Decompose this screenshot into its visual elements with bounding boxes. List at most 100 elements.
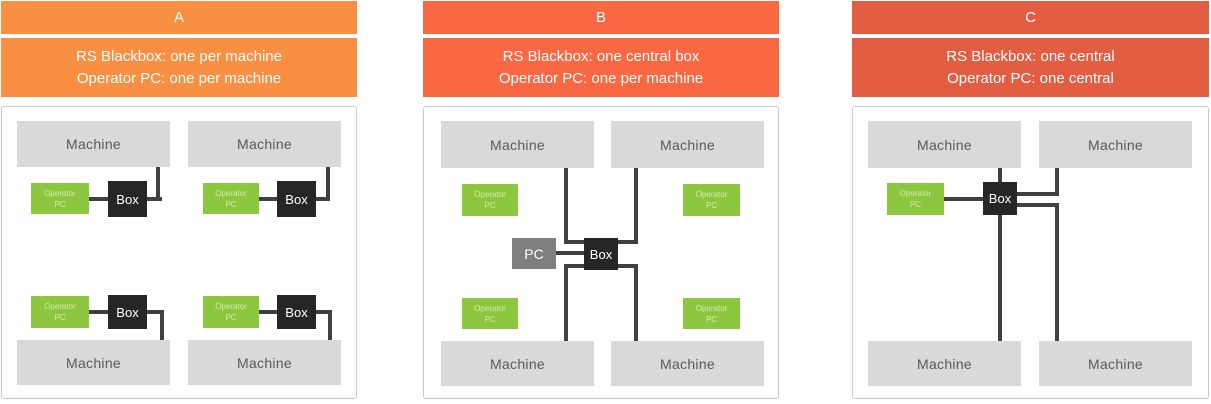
panel-c-subtitle-line1: RS Blackbox: one central bbox=[946, 47, 1115, 65]
blackbox-node: Box bbox=[277, 181, 316, 217]
connector-line bbox=[1055, 203, 1059, 341]
connector-line bbox=[564, 264, 568, 341]
panel-c-diagram: Machine Machine Machine Machine Operator… bbox=[852, 106, 1209, 399]
connector-line bbox=[634, 264, 638, 341]
panel-b-title-label: B bbox=[595, 9, 606, 26]
operator-pc-label: Operator bbox=[899, 189, 932, 198]
connector-line bbox=[564, 168, 568, 244]
blackbox-label: Box bbox=[116, 191, 139, 207]
operator-pc-label: PC bbox=[909, 200, 922, 209]
blackbox-node: Box bbox=[108, 295, 147, 329]
operator-pc-label: Operator bbox=[44, 188, 76, 198]
connector-line bbox=[316, 310, 332, 314]
operator-pc-node: Operator PC bbox=[203, 296, 259, 328]
operator-pc-node: Operator PC bbox=[683, 298, 740, 329]
machine-label: Machine bbox=[65, 136, 122, 152]
blackbox-node: Box bbox=[108, 181, 147, 217]
operator-pc-label: Operator bbox=[215, 188, 247, 198]
operator-pc-label: Operator bbox=[474, 303, 506, 313]
machine-label: Machine bbox=[916, 136, 973, 153]
connector-line bbox=[89, 197, 108, 201]
operator-pc-label: Operator bbox=[215, 302, 247, 311]
operator-pc-label: PC bbox=[484, 314, 496, 324]
connector-line bbox=[998, 168, 1002, 182]
connector-line bbox=[564, 264, 584, 268]
operator-pc-label: Operator bbox=[695, 303, 728, 313]
connector-line bbox=[944, 197, 983, 201]
panel-c-subtitle: RS Blackbox: one central Operator PC: on… bbox=[852, 38, 1209, 97]
connector-line bbox=[564, 240, 584, 244]
connector-line bbox=[998, 215, 1002, 341]
machine-node: Machine bbox=[611, 341, 764, 386]
operator-pc-label: Operator bbox=[474, 190, 506, 199]
connector-line bbox=[556, 251, 584, 255]
panel-a-diagram: Machine Machine Machine Machine Operator… bbox=[1, 106, 357, 399]
machine-node: Machine bbox=[188, 121, 341, 167]
machine-node: Machine bbox=[188, 340, 341, 385]
operator-pc-label: PC bbox=[54, 313, 66, 322]
machine-node: Machine bbox=[441, 341, 594, 386]
operator-pc-node: Operator PC bbox=[887, 183, 944, 215]
machine-node: Machine bbox=[441, 121, 594, 168]
machine-node: Machine bbox=[17, 340, 170, 385]
machine-label: Machine bbox=[1087, 136, 1144, 153]
panel-b-subtitle-line2: Operator PC: one per machine bbox=[498, 69, 704, 87]
central-pc-node: PC bbox=[512, 238, 556, 269]
blackbox-label: Box bbox=[285, 191, 308, 207]
connector-line bbox=[259, 197, 277, 201]
connector-line bbox=[634, 168, 638, 244]
operator-pc-label: PC bbox=[705, 201, 718, 210]
connector-line bbox=[328, 310, 332, 340]
operator-pc-label: Operator bbox=[695, 190, 728, 199]
connector-line bbox=[156, 167, 160, 201]
blackbox-label: Box bbox=[285, 304, 308, 320]
connector-line bbox=[259, 310, 277, 314]
connector-line bbox=[89, 310, 108, 314]
connector-line bbox=[618, 264, 638, 268]
connector-line bbox=[618, 240, 638, 244]
operator-pc-label: PC bbox=[705, 314, 718, 324]
connector-line bbox=[147, 310, 164, 314]
panel-b-diagram: Machine Machine Machine Machine Operator… bbox=[423, 106, 779, 399]
operator-pc-label: Operator bbox=[44, 302, 76, 311]
operator-pc-node: Operator PC bbox=[683, 184, 740, 216]
operator-pc-node: Operator PC bbox=[203, 183, 259, 214]
operator-pc-node: Operator PC bbox=[31, 296, 89, 328]
machine-label: Machine bbox=[489, 355, 546, 372]
connector-line bbox=[316, 197, 330, 201]
machine-label: Machine bbox=[659, 136, 716, 153]
machine-node: Machine bbox=[868, 121, 1021, 168]
machine-node: Machine bbox=[17, 121, 170, 167]
blackbox-label: Box bbox=[116, 304, 139, 320]
panel-a-title-label: A bbox=[173, 9, 184, 26]
blackbox-label: Box bbox=[988, 191, 1012, 206]
connector-line bbox=[1055, 168, 1059, 196]
machine-node: Machine bbox=[611, 121, 764, 168]
machine-label: Machine bbox=[659, 355, 716, 372]
connector-line bbox=[1017, 203, 1059, 207]
machine-label: Machine bbox=[236, 354, 293, 371]
machine-node: Machine bbox=[868, 341, 1021, 386]
machine-label: Machine bbox=[236, 136, 293, 152]
connector-line bbox=[1017, 192, 1059, 196]
operator-pc-node: Operator PC bbox=[31, 183, 89, 214]
central-pc-label: PC bbox=[524, 245, 544, 262]
blackbox-node: Box bbox=[584, 238, 618, 270]
machine-label: Machine bbox=[1087, 355, 1144, 372]
machine-label: Machine bbox=[65, 354, 122, 371]
machine-node: Machine bbox=[1039, 341, 1192, 386]
connector-line bbox=[160, 310, 164, 340]
blackbox-label: Box bbox=[589, 246, 613, 262]
connector-line bbox=[147, 197, 162, 201]
operator-pc-label: PC bbox=[484, 201, 496, 210]
panel-a-title: A bbox=[1, 1, 357, 34]
panel-c-title: C bbox=[852, 1, 1209, 34]
operator-pc-label: PC bbox=[225, 199, 237, 209]
panel-b-subtitle-line1: RS Blackbox: one central box bbox=[502, 47, 700, 65]
blackbox-node: Box bbox=[983, 182, 1017, 215]
connector-line bbox=[326, 167, 330, 201]
panel-a-subtitle: RS Blackbox: one per machine Operator PC… bbox=[1, 38, 357, 97]
panel-c-subtitle-line2: Operator PC: one central bbox=[947, 69, 1114, 87]
panel-a-subtitle-line2: Operator PC: one per machine bbox=[76, 69, 282, 87]
panel-a-subtitle-line1: RS Blackbox: one per machine bbox=[76, 47, 282, 65]
